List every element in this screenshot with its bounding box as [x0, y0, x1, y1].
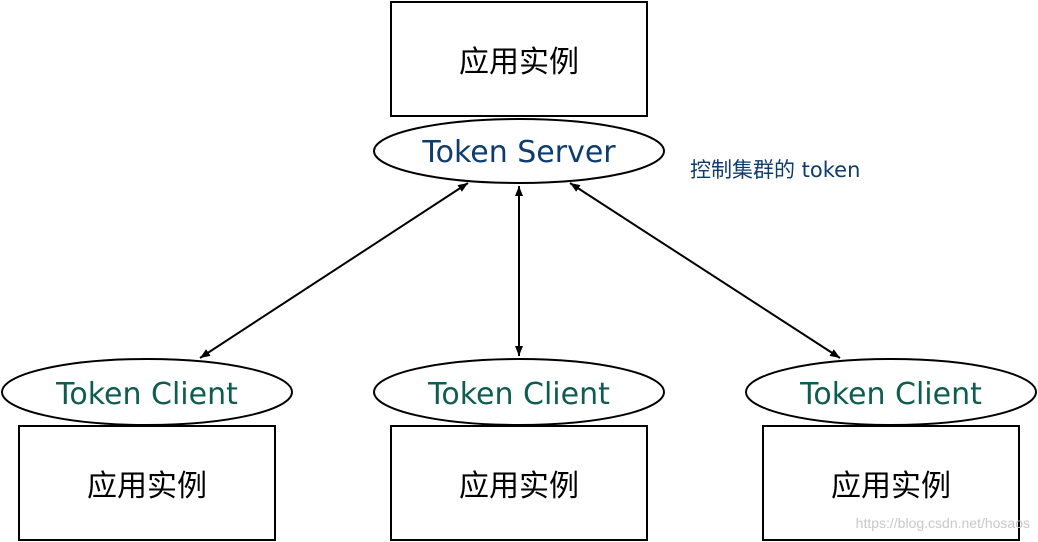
server-app-node: 应用实例	[390, 1, 648, 117]
client-app-box	[18, 425, 276, 541]
client-node-3: Token Client 应用实例	[745, 358, 1037, 541]
client-app-box	[762, 425, 1020, 541]
arrow-left	[199, 182, 469, 359]
token-server-label: Token Server	[421, 135, 616, 170]
server-app-label: 应用实例	[459, 45, 579, 80]
client-app-box	[390, 425, 648, 541]
client-app-label: 应用实例	[459, 469, 579, 504]
arrow-right	[569, 182, 841, 359]
client-app-label: 应用实例	[87, 469, 207, 504]
watermark-text: https://blog.csdn.net/hosaos	[856, 515, 1030, 531]
server-app-box	[390, 1, 648, 117]
token-server-ellipse	[373, 118, 665, 184]
token-client-label: Token Client	[427, 377, 610, 412]
client-app-label: 应用实例	[831, 469, 951, 504]
token-client-label: Token Client	[55, 377, 238, 412]
token-server-node: Token Server	[373, 118, 665, 184]
token-client-label: Token Client	[799, 377, 982, 412]
client-node-2: Token Client 应用实例	[373, 358, 665, 541]
cluster-token-annotation: 控制集群的 token	[690, 158, 860, 182]
client-node-1: Token Client 应用实例	[1, 358, 293, 541]
